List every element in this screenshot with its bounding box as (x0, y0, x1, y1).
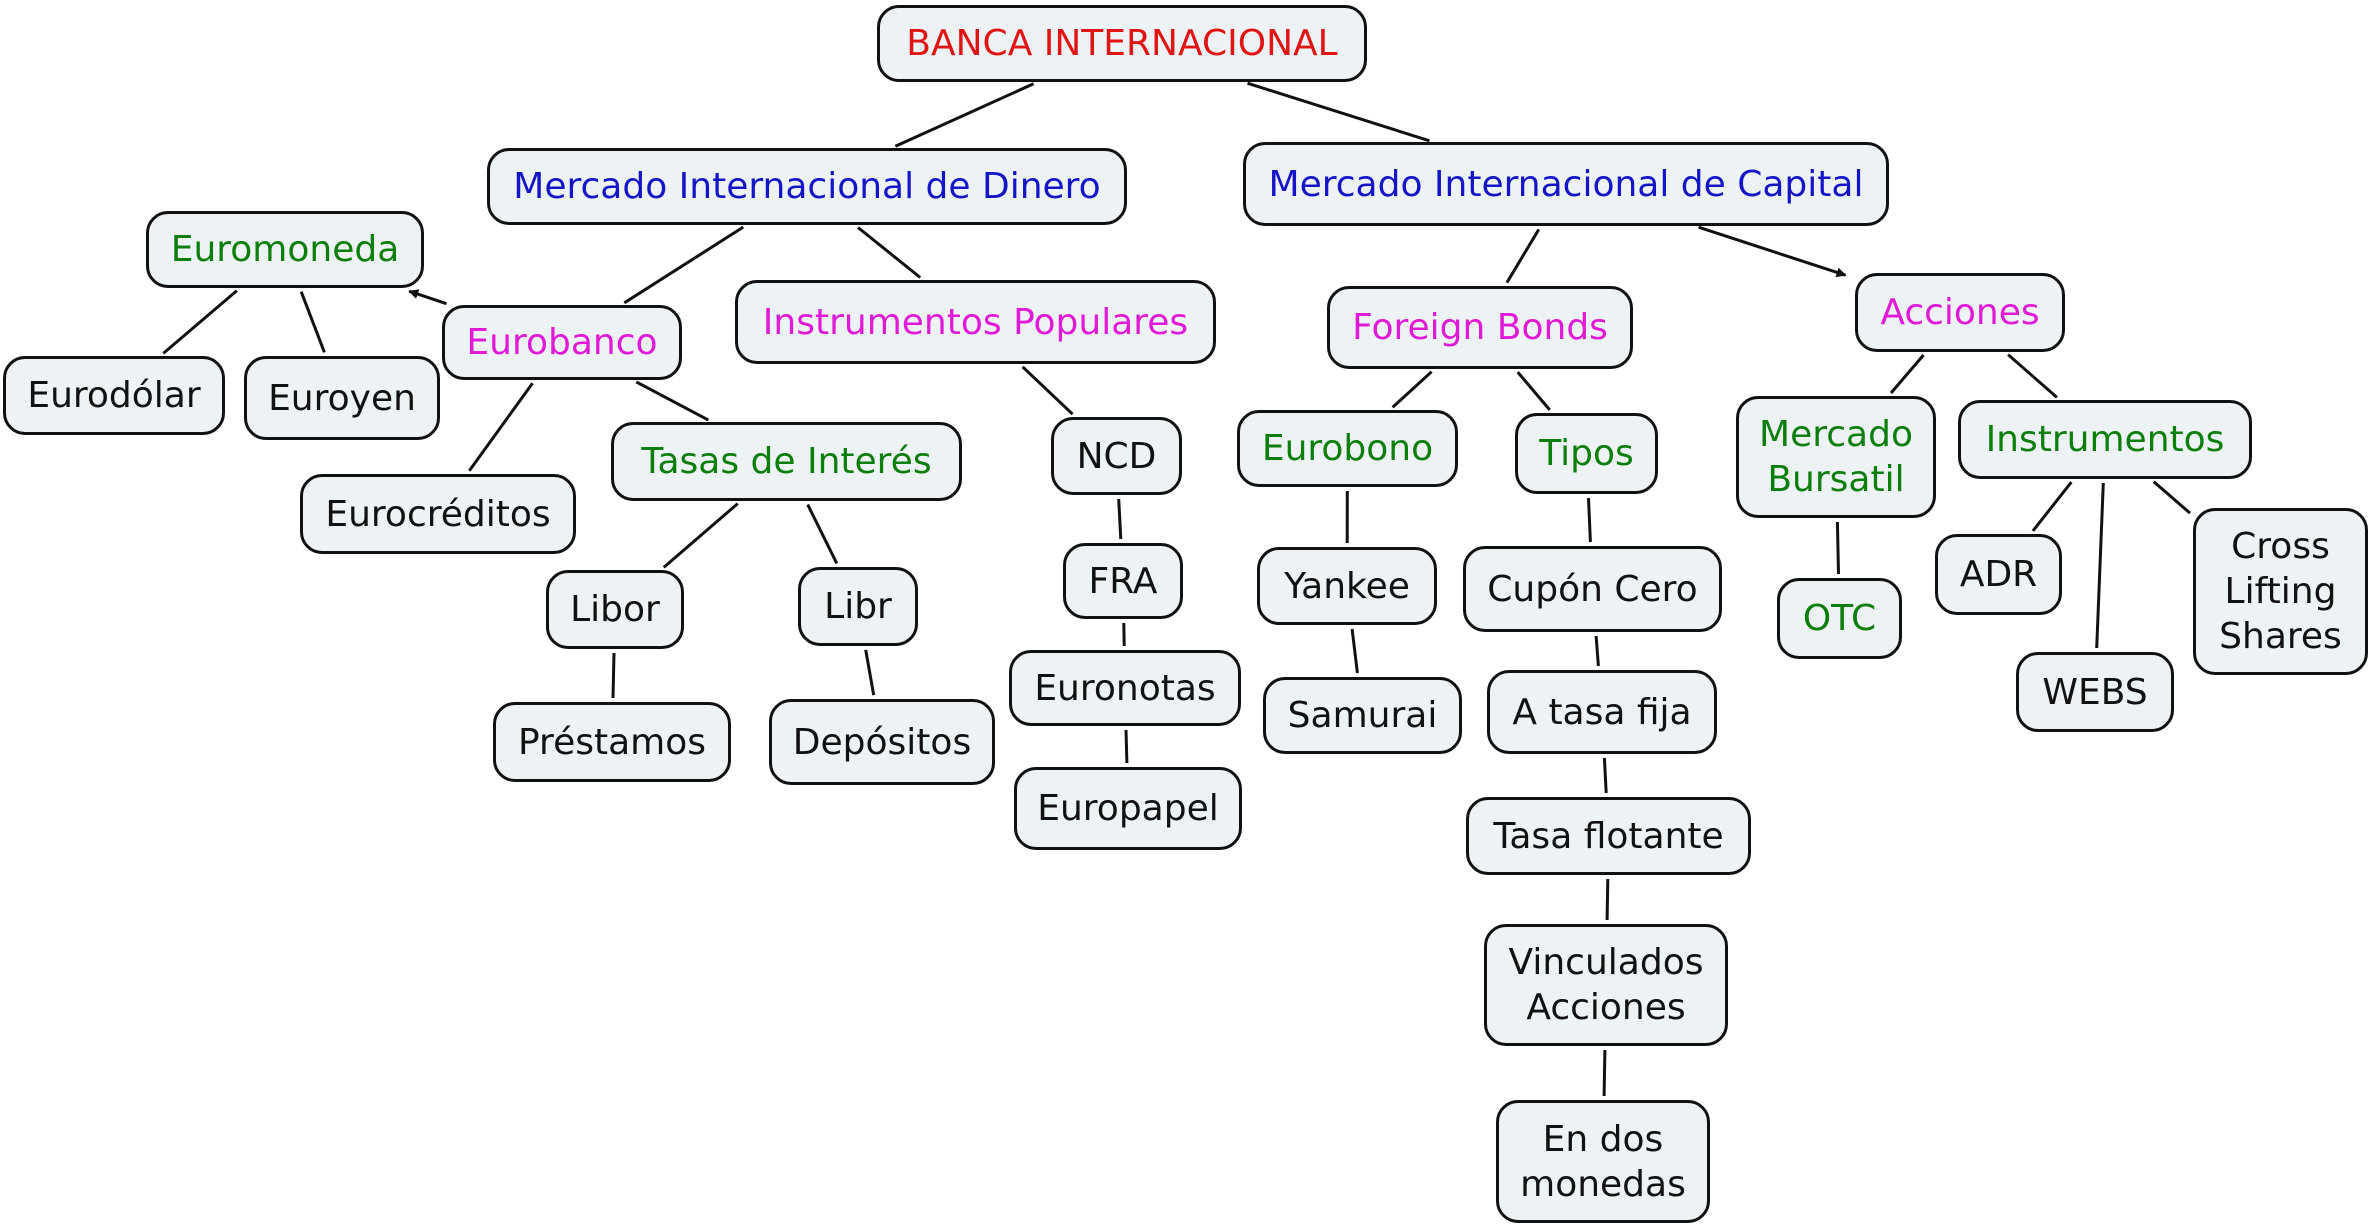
node-instrumentos: Instrumentos (1958, 400, 2252, 479)
link-tasas-libr (806, 503, 839, 565)
node-eurobono: Eurobono (1237, 410, 1458, 487)
link-ncd-fra (1117, 498, 1123, 540)
node-tasa-flotante: Tasa flotante (1466, 797, 1751, 875)
node-en-dos-monedas: En dos monedas (1496, 1100, 1710, 1223)
node-euronotas: Euronotas (1009, 650, 1241, 726)
link-cupon-tasafija (1594, 635, 1600, 667)
node-tasas-de-interes: Tasas de Interés (611, 422, 962, 501)
link-acciones-bursatil (1889, 354, 1925, 394)
node-mercado-internacional-de-capital: Mercado Internacional de Capital (1243, 142, 1889, 226)
node-ncd: NCD (1051, 417, 1182, 495)
link-banca-mid (894, 82, 1035, 148)
link-vinculados-endos (1602, 1049, 1607, 1097)
node-a-tasa-fija: A tasa fija (1487, 670, 1717, 754)
node-libor: Libor (546, 570, 684, 649)
link-instrumentos-webs (2095, 482, 2105, 649)
node-webs: WEBS (2016, 652, 2174, 732)
node-depositos: Depósitos (769, 699, 995, 785)
link-mic-foreign (1505, 228, 1541, 284)
link-tasas-libor (662, 502, 739, 569)
node-euromoneda: Euromoneda (146, 211, 424, 288)
link-acciones-instrumentos (2007, 353, 2058, 399)
node-libr: Libr (798, 567, 918, 646)
node-otc: OTC (1777, 578, 1902, 659)
link-libr-depositos (864, 649, 876, 696)
link-tasaflot-vinculados (1605, 878, 1610, 921)
node-acciones: Acciones (1855, 273, 2065, 352)
node-mercado-bursatil: Mercado Bursatil (1736, 396, 1936, 518)
node-eurodolar: Eurodólar (3, 356, 225, 435)
link-instrpop-ncd (1021, 365, 1074, 416)
link-euronotas-europapel (1124, 729, 1129, 764)
link-eurobanco-eurocreditos (468, 382, 534, 472)
link-mic-acciones (1698, 225, 1847, 278)
node-instrumentos-populares: Instrumentos Populares (735, 280, 1216, 364)
link-foreign-tipos (1516, 371, 1551, 411)
link-eurobanco-tasas (635, 380, 710, 422)
node-eurobanco: Eurobanco (442, 305, 682, 380)
link-euromoneda-eurodolar (162, 289, 238, 355)
link-banca-mic (1247, 81, 1430, 143)
link-tasafija-tasaflot (1602, 757, 1608, 794)
node-cupon-cero: Cupón Cero (1463, 546, 1722, 632)
node-foreign-bonds: Foreign Bonds (1327, 286, 1633, 369)
node-europapel: Europapel (1014, 767, 1242, 850)
node-yankee: Yankee (1257, 547, 1437, 625)
node-adr: ADR (1935, 534, 2062, 615)
link-mid-eurobanco (623, 225, 745, 305)
node-mercado-internacional-de-dinero: Mercado Internacional de Dinero (487, 148, 1127, 225)
link-yankee-samurai (1350, 628, 1359, 674)
node-fra: FRA (1063, 543, 1183, 619)
link-libor-prestamos (611, 652, 616, 699)
node-eurocreditos: Eurocréditos (300, 474, 576, 554)
node-prestamos: Préstamos (493, 702, 731, 782)
link-mid-instrpop (857, 226, 922, 279)
link-instrumentos-adr (2031, 481, 2073, 532)
link-tipos-cupon (1587, 497, 1592, 543)
link-foreign-eurobono (1391, 370, 1433, 409)
node-samurai: Samurai (1263, 677, 1462, 754)
link-eurobanco-euromoneda (408, 289, 447, 306)
node-cross-lifting-shares: Cross Lifting Shares (2193, 508, 2368, 675)
node-banca-internacional: BANCA INTERNACIONAL (877, 5, 1367, 82)
link-instrumentos-cross (2152, 480, 2191, 515)
node-tipos: Tipos (1515, 413, 1658, 494)
node-euroyen: Euroyen (244, 356, 440, 440)
node-vinculados-acciones: Vinculados Acciones (1484, 924, 1728, 1046)
link-bursatil-otc (1835, 521, 1840, 575)
link-euromoneda-euroyen (299, 291, 326, 353)
